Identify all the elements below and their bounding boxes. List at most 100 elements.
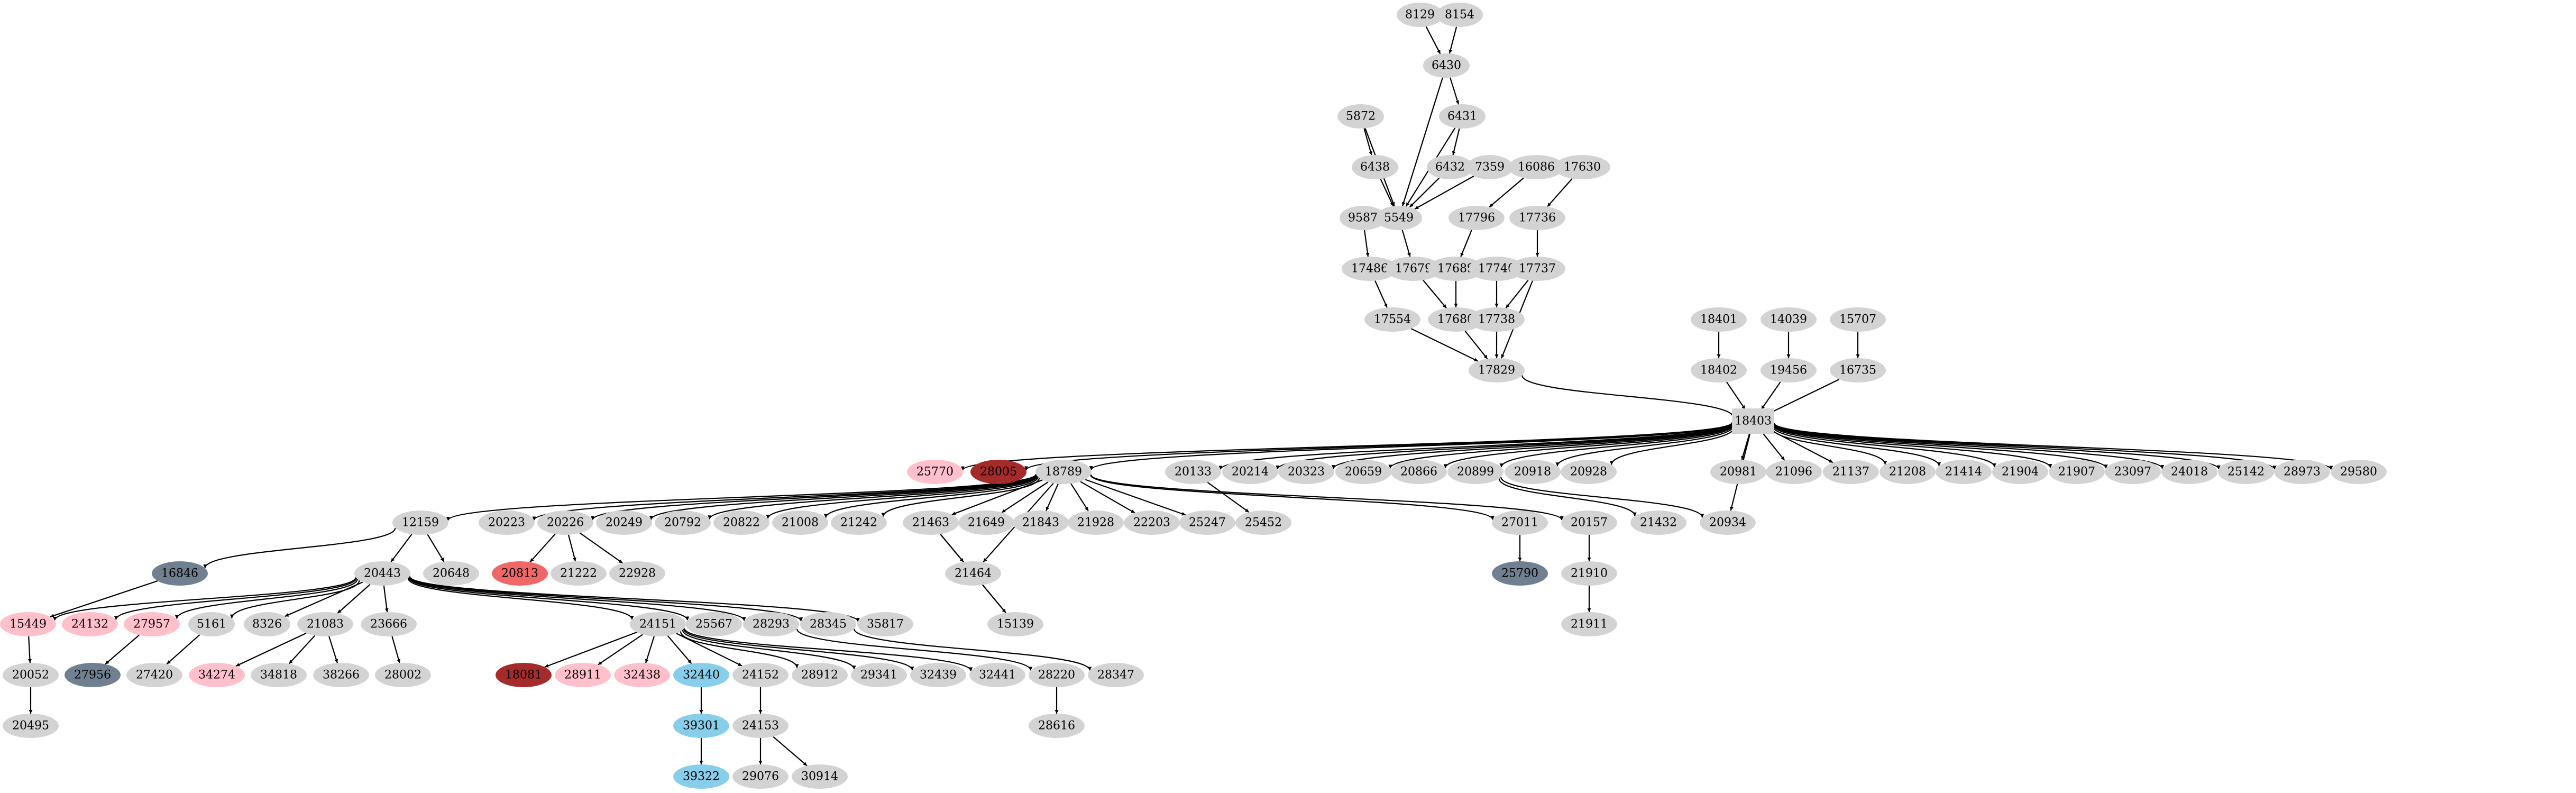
- node-20133[interactable]: 20133: [1165, 460, 1221, 484]
- node-14039[interactable]: 14039: [1761, 307, 1817, 332]
- node-24152[interactable]: 24152: [732, 663, 789, 687]
- node-25247[interactable]: 25247: [1179, 511, 1235, 535]
- node-17486[interactable]: 17486: [1342, 257, 1398, 281]
- node-20899[interactable]: 20899: [1447, 460, 1504, 484]
- node-28002[interactable]: 28002: [375, 663, 431, 687]
- node-17679[interactable]: 17679: [1386, 257, 1442, 281]
- node-24018[interactable]: 24018: [2161, 460, 2217, 484]
- node-5549[interactable]: 5549: [1376, 206, 1422, 230]
- node-21432[interactable]: 21432: [1630, 511, 1686, 535]
- node-21008[interactable]: 21008: [772, 511, 828, 535]
- node-6431[interactable]: 6431: [1439, 104, 1486, 129]
- node-21242[interactable]: 21242: [831, 511, 887, 535]
- node-21907[interactable]: 21907: [2049, 460, 2105, 484]
- node-17554[interactable]: 17554: [1364, 307, 1420, 332]
- node-34818[interactable]: 34818: [251, 663, 307, 687]
- node-20792[interactable]: 20792: [655, 511, 711, 535]
- node-6438[interactable]: 6438: [1352, 155, 1398, 179]
- node-29076[interactable]: 29076: [732, 764, 789, 789]
- node-21910[interactable]: 21910: [1561, 561, 1617, 586]
- node-20443[interactable]: 20443: [354, 561, 410, 586]
- node-32438[interactable]: 32438: [614, 663, 670, 687]
- node-24153[interactable]: 24153: [732, 714, 789, 738]
- node-28912[interactable]: 28912: [792, 663, 848, 687]
- node-16846[interactable]: 16846: [152, 561, 208, 586]
- node-27956[interactable]: 27956: [65, 663, 121, 687]
- node-20659[interactable]: 20659: [1335, 460, 1391, 484]
- node-17689[interactable]: 17689: [1428, 257, 1484, 281]
- node-17740[interactable]: 17740: [1469, 257, 1525, 281]
- node-15449[interactable]: 15449: [0, 612, 56, 636]
- node-21911[interactable]: 21911: [1561, 612, 1617, 636]
- node-21904[interactable]: 21904: [1992, 460, 2048, 484]
- node-21222[interactable]: 21222: [551, 561, 607, 586]
- node-8129[interactable]: 8129: [1397, 3, 1443, 27]
- node-15139[interactable]: 15139: [987, 612, 1043, 636]
- node-28293[interactable]: 28293: [743, 612, 799, 636]
- node-16086[interactable]: 16086: [1508, 155, 1564, 179]
- node-20866[interactable]: 20866: [1391, 460, 1447, 484]
- node-32441[interactable]: 32441: [969, 663, 1025, 687]
- node-28616[interactable]: 28616: [1029, 714, 1085, 738]
- node-18403[interactable]: 18403: [1732, 408, 1774, 434]
- node-39322[interactable]: 39322: [673, 764, 729, 789]
- node-29580[interactable]: 29580: [2331, 460, 2387, 484]
- node-5161[interactable]: 5161: [188, 612, 235, 636]
- node-25770[interactable]: 25770: [907, 460, 963, 484]
- node-22203[interactable]: 22203: [1124, 511, 1180, 535]
- node-28973[interactable]: 28973: [2274, 460, 2330, 484]
- node-20918[interactable]: 20918: [1505, 460, 1561, 484]
- node-17630[interactable]: 17630: [1554, 155, 1610, 179]
- node-12159[interactable]: 12159: [392, 511, 448, 535]
- node-7359[interactable]: 7359: [1466, 155, 1513, 179]
- node-21208[interactable]: 21208: [1880, 460, 1936, 484]
- node-20822[interactable]: 20822: [713, 511, 769, 535]
- node-17737[interactable]: 17737: [1509, 257, 1565, 281]
- node-17680[interactable]: 17680: [1428, 307, 1484, 332]
- node-25142[interactable]: 25142: [2218, 460, 2274, 484]
- node-23097[interactable]: 23097: [2105, 460, 2161, 484]
- node-15707[interactable]: 15707: [1830, 307, 1886, 332]
- node-32440[interactable]: 32440: [673, 663, 729, 687]
- node-20495[interactable]: 20495: [3, 714, 59, 738]
- node-20223[interactable]: 20223: [479, 511, 535, 535]
- node-28345[interactable]: 28345: [800, 612, 856, 636]
- node-20052[interactable]: 20052: [3, 663, 59, 687]
- node-21463[interactable]: 21463: [903, 511, 959, 535]
- node-6432[interactable]: 6432: [1427, 155, 1473, 179]
- node-18789[interactable]: 18789: [1035, 460, 1092, 484]
- node-17736[interactable]: 17736: [1509, 206, 1565, 230]
- node-20249[interactable]: 20249: [596, 511, 652, 535]
- node-17738[interactable]: 17738: [1469, 307, 1525, 332]
- node-18402[interactable]: 18402: [1691, 358, 1747, 382]
- node-21137[interactable]: 21137: [1823, 460, 1879, 484]
- node-18401[interactable]: 18401: [1691, 307, 1747, 332]
- node-30914[interactable]: 30914: [792, 764, 848, 789]
- node-20934[interactable]: 20934: [1700, 511, 1756, 535]
- node-28005[interactable]: 28005: [970, 460, 1026, 484]
- node-20981[interactable]: 20981: [1710, 460, 1766, 484]
- node-19456[interactable]: 19456: [1761, 358, 1817, 382]
- node-21096[interactable]: 21096: [1766, 460, 1822, 484]
- node-39301[interactable]: 39301: [673, 714, 729, 738]
- node-18081[interactable]: 18081: [496, 663, 552, 687]
- node-25790[interactable]: 25790: [1492, 561, 1548, 586]
- node-21083[interactable]: 21083: [297, 612, 353, 636]
- node-6430[interactable]: 6430: [1423, 53, 1470, 78]
- node-25452[interactable]: 25452: [1235, 511, 1291, 535]
- node-23666[interactable]: 23666: [361, 612, 417, 636]
- node-20226[interactable]: 20226: [537, 511, 593, 535]
- node-17829[interactable]: 17829: [1469, 358, 1525, 382]
- node-5872[interactable]: 5872: [1337, 104, 1384, 129]
- node-21928[interactable]: 21928: [1068, 511, 1124, 535]
- node-20157[interactable]: 20157: [1561, 511, 1617, 535]
- node-21414[interactable]: 21414: [1936, 460, 1992, 484]
- node-24151[interactable]: 24151: [630, 612, 686, 636]
- node-28220[interactable]: 28220: [1029, 663, 1085, 687]
- node-34274[interactable]: 34274: [189, 663, 245, 687]
- node-28347[interactable]: 28347: [1088, 663, 1144, 687]
- node-27011[interactable]: 27011: [1492, 511, 1548, 535]
- node-9587[interactable]: 9587: [1340, 206, 1386, 230]
- node-24132[interactable]: 24132: [62, 612, 118, 636]
- node-17796[interactable]: 17796: [1449, 206, 1505, 230]
